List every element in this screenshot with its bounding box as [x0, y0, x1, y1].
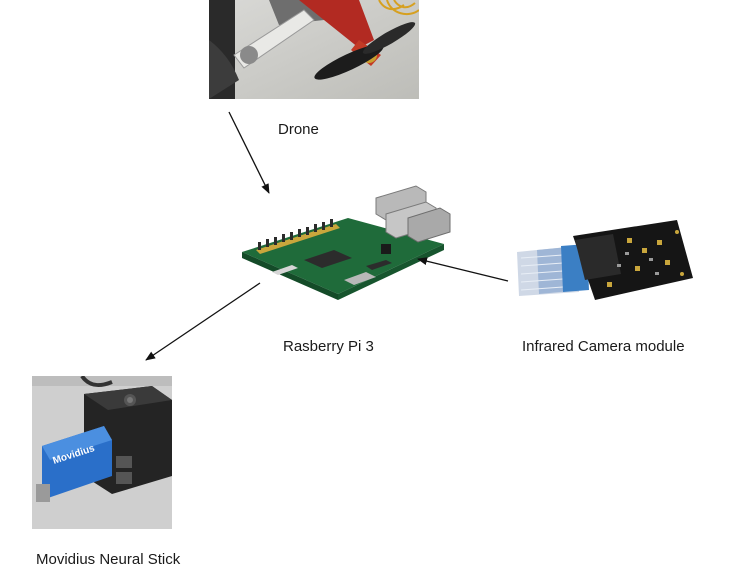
camera-module-image	[517, 218, 695, 302]
arrow-pi-to-stick	[145, 282, 261, 361]
neural-stick-label: Movidius Neural Stick	[36, 551, 181, 568]
arrow-camera-to-pi	[417, 257, 509, 282]
neural-stick-image: Movidius	[32, 376, 172, 529]
drone-label: Drone	[278, 121, 319, 138]
raspberry-pi-label: Rasberry Pi 3	[283, 338, 374, 355]
arrow-drone-to-pi	[228, 111, 270, 194]
drone-image	[209, 0, 419, 99]
camera-module-label: Infrared Camera module	[522, 338, 685, 355]
